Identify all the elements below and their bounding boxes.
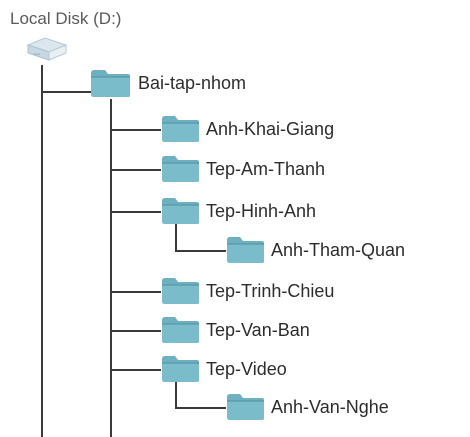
folder-label-tep-trinh-chieu: Tep-Trinh-Chieu	[206, 280, 335, 301]
folder-node-bai-tap-nhom[interactable]: Bai-tap-nhom	[89, 66, 246, 100]
folder-label-bai-tap-nhom: Bai-tap-nhom	[138, 72, 247, 93]
folder-label-tep-am-thanh: Tep-Am-Thanh	[206, 158, 326, 179]
folder-node-tep-trinh-chieu[interactable]: Tep-Trinh-Chieu	[160, 276, 334, 306]
folder-node-tep-am-thanh[interactable]: Tep-Am-Thanh	[160, 154, 325, 184]
folder-node-tep-hinh-anh[interactable]: Tep-Hinh-Anh	[160, 196, 316, 226]
folder-node-anh-van-nghe[interactable]: Anh-Van-Nghe	[225, 392, 389, 422]
drive-icon[interactable]	[24, 36, 70, 64]
folder-icon	[91, 70, 130, 97]
folder-icon	[162, 116, 199, 142]
folder-node-anh-khai-giang[interactable]: Anh-Khai-Giang	[160, 114, 334, 144]
folder-icon	[162, 317, 199, 343]
folder-icon	[162, 356, 199, 382]
drive-label: Local Disk (D:)	[10, 9, 122, 28]
folder-icon	[162, 198, 199, 224]
folder-node-tep-van-ban[interactable]: Tep-Van-Ban	[160, 315, 310, 345]
folder-label-tep-hinh-anh: Tep-Hinh-Anh	[206, 200, 317, 221]
folder-icon	[227, 237, 264, 263]
folder-label-tep-video: Tep-Video	[206, 358, 287, 379]
folder-label-anh-tham-quan: Anh-Tham-Quan	[271, 239, 406, 260]
folder-icon	[162, 278, 199, 304]
folder-label-tep-van-ban: Tep-Van-Ban	[206, 319, 310, 340]
folder-node-anh-tham-quan[interactable]: Anh-Tham-Quan	[225, 235, 405, 265]
folder-label-anh-van-nghe: Anh-Van-Nghe	[271, 396, 389, 417]
folder-icon	[162, 156, 199, 182]
folder-icon	[227, 394, 264, 420]
folder-label-anh-khai-giang: Anh-Khai-Giang	[206, 118, 335, 139]
folder-node-tep-video[interactable]: Tep-Video	[160, 354, 287, 384]
